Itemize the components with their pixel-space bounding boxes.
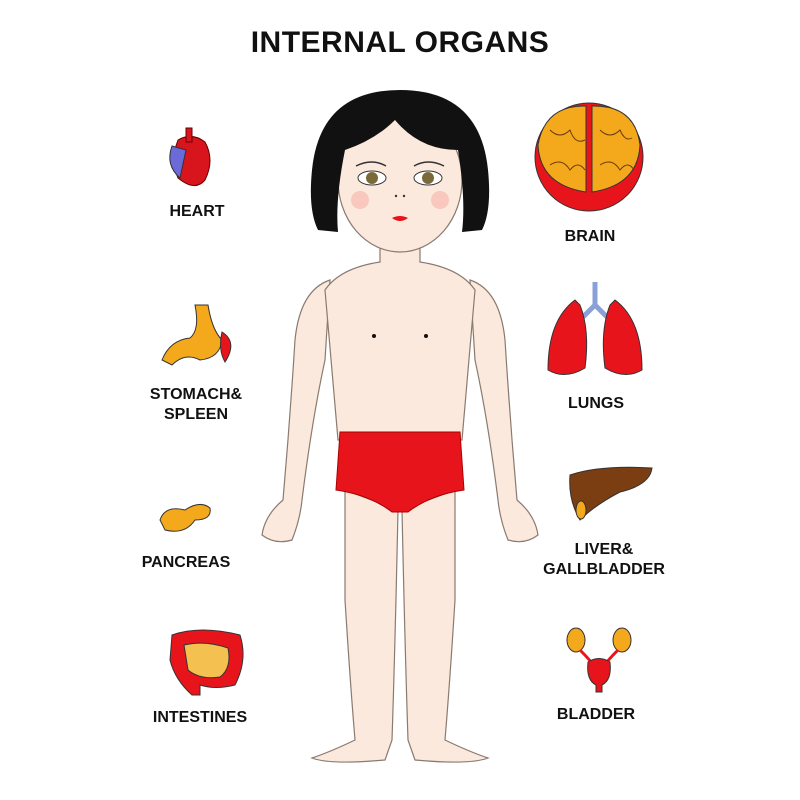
lungs-icon (547, 282, 643, 375)
label-pancreas: PANCREAS (141, 554, 231, 571)
brain-icon (534, 102, 644, 212)
label-lungs: LUNGS (568, 395, 624, 412)
label-line: SPLEEN (163, 406, 228, 423)
label-liver-gallbladder: LIVER& GALLBLADDER (543, 540, 665, 580)
label-line: GALLBLADDER (543, 561, 665, 578)
briefs (335, 431, 465, 513)
label-stomach-spleen: STOMACH& SPLEEN (150, 385, 242, 425)
label-brain: BRAIN (564, 228, 616, 245)
label-line: LIVER& (574, 541, 634, 558)
liver-icon (569, 466, 653, 521)
intestines-icon (169, 629, 244, 696)
stomach-spleen-icon (161, 304, 232, 366)
pancreas-icon (159, 504, 211, 532)
label-line: STOMACH& (149, 386, 243, 403)
page-title: INTERNAL ORGANS (250, 26, 550, 59)
label-bladder: BLADDER (556, 706, 636, 723)
face (351, 161, 449, 221)
heart-icon (169, 127, 211, 186)
label-intestines: INTESTINES (152, 709, 248, 726)
label-heart: HEART (169, 203, 225, 220)
bladder-icon (566, 627, 632, 693)
hair (310, 90, 490, 232)
